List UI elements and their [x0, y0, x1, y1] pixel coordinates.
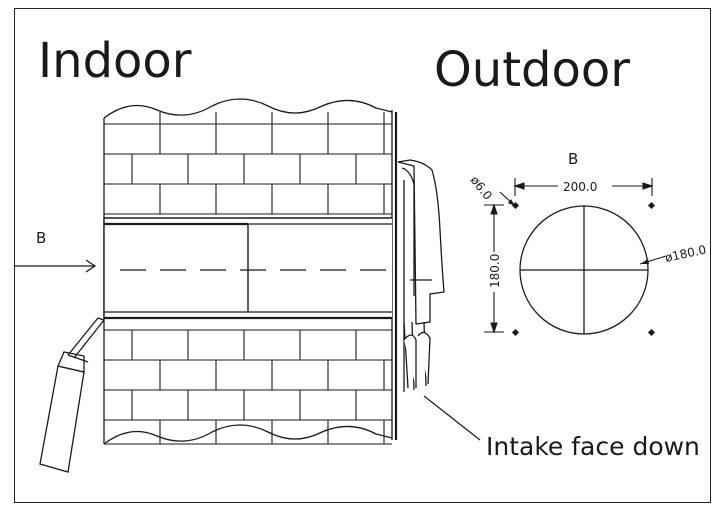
- brick-courses: [104, 112, 392, 445]
- exterior-hood: [397, 159, 445, 392]
- section-arrow-left: [14, 259, 97, 273]
- hole-diameter-label: ø180.0: [664, 243, 708, 265]
- intake-label: Intake face down: [486, 432, 700, 461]
- width-dimension-label: 200.0: [563, 180, 597, 194]
- section-label-left: B: [36, 229, 46, 247]
- intake-leader-line: [423, 395, 481, 441]
- screw-holes: [511, 201, 656, 337]
- width-dimension: [513, 178, 654, 196]
- duct-pipe: [103, 217, 392, 320]
- outdoor-label: Outdoor: [434, 42, 630, 98]
- height-dimension-label: 180.0: [488, 254, 502, 288]
- sealant-gun-icon: [39, 317, 105, 473]
- hole-diameter-arrow: [640, 259, 649, 264]
- mounting-hole-drawing: [519, 205, 649, 335]
- section-label-right: B: [568, 150, 578, 168]
- screw-diameter-label: ø6.0: [468, 173, 495, 202]
- screw-diameter-arrow: [508, 199, 515, 206]
- indoor-label: Indoor: [38, 33, 192, 89]
- height-dimension: [484, 203, 504, 334]
